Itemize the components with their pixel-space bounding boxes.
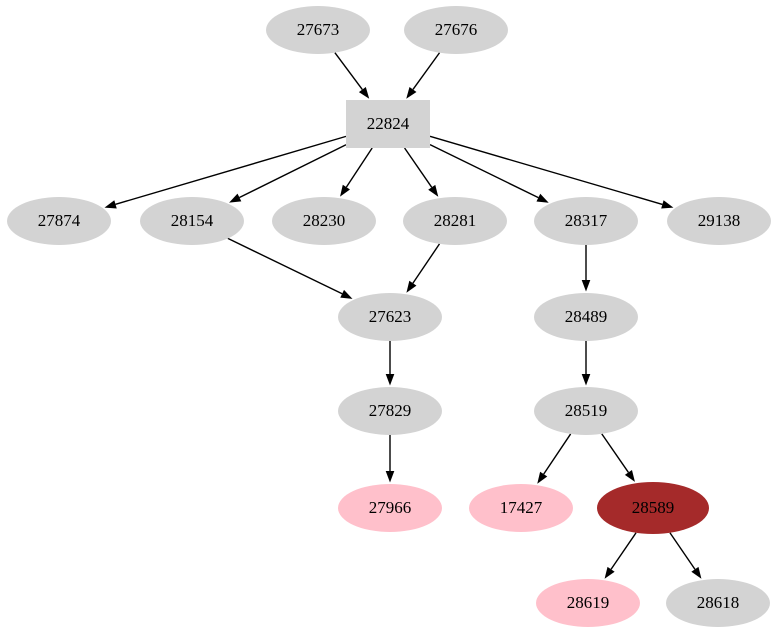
graph-node-28489[interactable]: 28489 xyxy=(534,293,638,341)
graph-edge-27623-to-27829 xyxy=(385,341,395,386)
graph-edge-28154-to-27623 xyxy=(227,237,353,299)
node-ellipse-17427[interactable] xyxy=(469,484,573,532)
graph-node-27874[interactable]: 27874 xyxy=(7,197,111,245)
node-ellipse-27966[interactable] xyxy=(338,484,442,532)
graph-edge-22824-to-29138 xyxy=(429,135,674,209)
graph-node-17427[interactable]: 17427 xyxy=(469,484,573,532)
graph-node-27623[interactable]: 27623 xyxy=(338,293,442,341)
graph-edge-27673-to-22824 xyxy=(334,52,370,99)
graph-node-28618[interactable]: 28618 xyxy=(666,579,770,627)
node-ellipse-28619[interactable] xyxy=(536,579,640,627)
graph-node-29138[interactable]: 29138 xyxy=(667,197,771,245)
graph-node-27966[interactable]: 27966 xyxy=(338,484,442,532)
graph-edge-22824-to-27874 xyxy=(104,135,347,209)
node-ellipse-28618[interactable] xyxy=(666,579,770,627)
node-ellipse-27676[interactable] xyxy=(404,6,508,54)
node-ellipse-27623[interactable] xyxy=(338,293,442,341)
node-ellipse-29138[interactable] xyxy=(667,197,771,245)
graph-edge-22824-to-28317 xyxy=(429,143,549,203)
edges-layer xyxy=(104,52,702,579)
graph-node-22824[interactable]: 22824 xyxy=(346,100,430,148)
graph-node-27676[interactable]: 27676 xyxy=(404,6,508,54)
node-ellipse-27829[interactable] xyxy=(338,387,442,435)
graph-node-28317[interactable]: 28317 xyxy=(534,197,638,245)
node-ellipse-28519[interactable] xyxy=(534,387,638,435)
node-ellipse-28589[interactable] xyxy=(597,482,709,534)
graph-node-27673[interactable]: 27673 xyxy=(266,6,370,54)
graph-node-28154[interactable]: 28154 xyxy=(140,197,244,245)
nodes-layer: 27673 27676 22824 27874 28154 28230 28281 28317… xyxy=(7,6,771,627)
graph-edge-22824-to-28154 xyxy=(229,144,347,203)
node-ellipse-28230[interactable] xyxy=(272,197,376,245)
graph-edge-22824-to-28230 xyxy=(340,147,373,197)
graph-node-28230[interactable]: 28230 xyxy=(272,197,376,245)
graph-edge-28519-to-28589 xyxy=(601,433,635,482)
graph-edge-28317-to-28489 xyxy=(581,245,591,292)
graph-edge-27676-to-22824 xyxy=(406,52,441,99)
node-box-22824[interactable] xyxy=(346,100,430,148)
graph-node-28281[interactable]: 28281 xyxy=(403,197,507,245)
node-ellipse-27673[interactable] xyxy=(266,6,370,54)
node-ellipse-27874[interactable] xyxy=(7,197,111,245)
graph-node-28619[interactable]: 28619 xyxy=(536,579,640,627)
graph-edge-27829-to-27966 xyxy=(385,435,395,483)
node-ellipse-28281[interactable] xyxy=(403,197,507,245)
node-ellipse-28154[interactable] xyxy=(140,197,244,245)
node-ellipse-28489[interactable] xyxy=(534,293,638,341)
graph-edge-28489-to-28519 xyxy=(581,341,591,386)
node-ellipse-28317[interactable] xyxy=(534,197,638,245)
graph-node-28519[interactable]: 28519 xyxy=(534,387,638,435)
graph-node-27829[interactable]: 27829 xyxy=(338,387,442,435)
graph-node-28589[interactable]: 28589 xyxy=(597,482,709,534)
graph-edge-28589-to-28618 xyxy=(669,532,702,579)
graph-edge-28281-to-27623 xyxy=(406,243,441,293)
graph-edge-22824-to-28281 xyxy=(404,147,439,197)
graph-edge-28589-to-28619 xyxy=(604,532,637,579)
graph-edge-28519-to-17427 xyxy=(537,433,572,484)
